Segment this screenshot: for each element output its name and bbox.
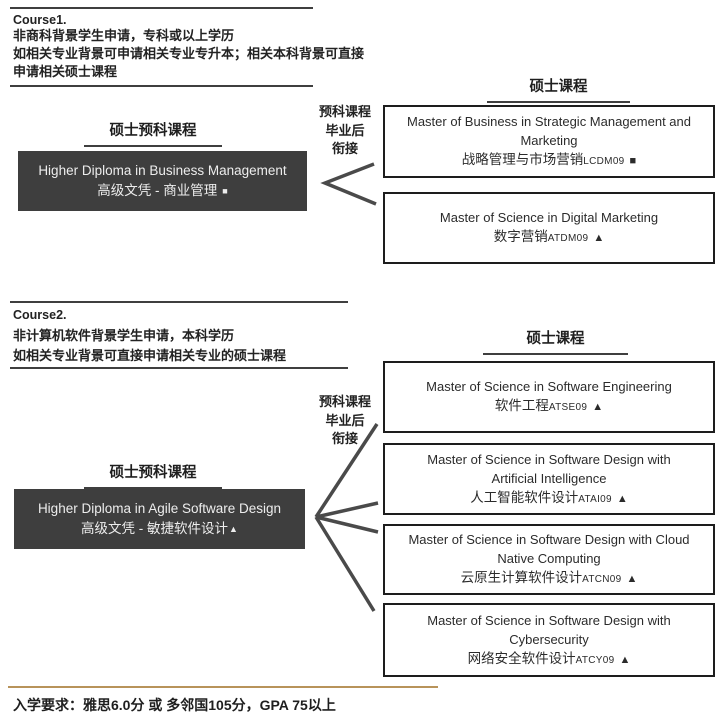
master-title-en: Master of Science in Software Design wit… <box>427 451 671 486</box>
course-code: ATAI09 <box>578 493 612 505</box>
course2-requirements: 非计算机软件背景学生申请，本科学历 如相关专业背景可直接申请相关专业的硕士课程 <box>13 326 286 366</box>
master-title-zh: 数字营销ATDM09▲ <box>493 229 605 244</box>
square-marker-icon: ■ <box>629 155 637 167</box>
course2-divider-top <box>10 301 348 303</box>
course2-foundation-title-zh: 高级文凭 - 敏捷软件设计▲ <box>81 521 238 536</box>
square-marker-icon: ■ <box>222 186 228 196</box>
course1-foundation-title-zh: 高级文凭 - 商业管理■ <box>97 183 228 198</box>
master-title-en: Master of Science in Software Design wit… <box>427 612 671 647</box>
master-title-en: Master of Business in Strategic Manageme… <box>407 114 691 148</box>
course2-foundation-box: Higher Diploma in Agile Software Design … <box>14 489 305 549</box>
course-code: ATDM09 <box>547 233 589 244</box>
course2-foundation-title-en: Higher Diploma in Agile Software Design <box>37 501 282 516</box>
course2-connector-label: 预科课程 毕业后 衔接 <box>318 394 371 446</box>
course-code: ATCN09 <box>582 574 622 585</box>
course-code: ATCY09 <box>575 654 615 666</box>
course2-fan-line-3 <box>315 515 379 534</box>
master-title-en: Master of Science in Software Design wit… <box>408 532 690 566</box>
master-title-en: Master of Science in Digital Marketing <box>439 210 659 225</box>
course2-fan-line-2 <box>315 501 379 519</box>
course-code: LCDM09 <box>583 156 625 167</box>
triangle-marker-icon: ▲ <box>593 232 605 244</box>
master-title-zh: 软件工程ATSE09▲ <box>494 398 604 413</box>
course1-foundation-box: Higher Diploma in Business Management 高级… <box>18 151 307 211</box>
course1-divider-top <box>10 7 313 9</box>
course1-requirement-line: 非商科背景学生申请，专科或以上学历 <box>13 28 235 43</box>
admission-requirements: 入学要求：雅思6.0分 或 多邻国105分，GPA 75以上 <box>13 697 336 713</box>
master-title-en: Master of Science in Software Engineerin… <box>426 379 672 394</box>
course2-requirement-line: 如相关专业背景可直接申请相关专业的硕士课程 <box>13 348 287 363</box>
course2-master-box-4: Master of Science in Software Design wit… <box>383 603 715 677</box>
course2-label: Course2. <box>13 308 67 322</box>
course1-foundation-header: 硕士预科课程 <box>84 119 222 147</box>
course1-connector-label: 预科课程 毕业后 衔接 <box>318 104 371 156</box>
triangle-marker-icon: ▲ <box>626 573 638 585</box>
course2-master-box-2: Master of Science in Software Design wit… <box>383 443 715 515</box>
course2-master-box-3: Master of Science in Software Design wit… <box>383 524 715 595</box>
triangle-marker-icon: ▲ <box>619 653 631 666</box>
triangle-marker-icon: ▲ <box>616 492 628 505</box>
course1-requirement-line: 如相关专业背景可申请相关专业专升本；相关本科背景可直接 <box>13 46 365 61</box>
course2-masters-header: 硕士课程 <box>483 327 628 355</box>
master-title-zh: 网络安全软件设计ATCY09▲ <box>467 650 631 666</box>
course1-requirements: 非商科背景学生申请，专科或以上学历 如相关专业背景可申请相关专业专升本；相关本科… <box>13 27 364 81</box>
triangle-marker-icon: ▲ <box>229 524 238 534</box>
course1-master-box-2: Master of Science in Digital Marketing 数… <box>383 192 715 264</box>
course2-master-box-1: Master of Science in Software Engineerin… <box>383 361 715 433</box>
footer-divider <box>8 686 438 688</box>
master-title-zh: 人工智能软件设计ATAI09▲ <box>470 489 628 505</box>
course-code: ATSE09 <box>548 402 588 413</box>
course2-fan-line-4 <box>314 516 376 612</box>
course1-master-box-1: Master of Business in Strategic Manageme… <box>383 105 715 178</box>
course2-foundation-header: 硕士预科课程 <box>84 461 222 489</box>
course1-fan-lines <box>320 162 377 206</box>
master-title-zh: 云原生计算软件设计ATCN09▲ <box>460 570 638 585</box>
course1-masters-header: 硕士课程 <box>487 75 630 103</box>
master-title-zh: 战略管理与市场营销LCDM09■ <box>461 152 637 167</box>
course1-divider-bottom <box>10 85 313 87</box>
course1-label: Course1. <box>13 13 67 27</box>
course1-foundation-title-en: Higher Diploma in Business Management <box>38 163 287 178</box>
course1-requirement-line: 申请相关硕士课程 <box>13 64 118 79</box>
course2-requirement-line: 非计算机软件背景学生申请，本科学历 <box>13 328 235 343</box>
triangle-marker-icon: ▲ <box>592 401 604 413</box>
course2-divider-bottom <box>10 367 348 369</box>
